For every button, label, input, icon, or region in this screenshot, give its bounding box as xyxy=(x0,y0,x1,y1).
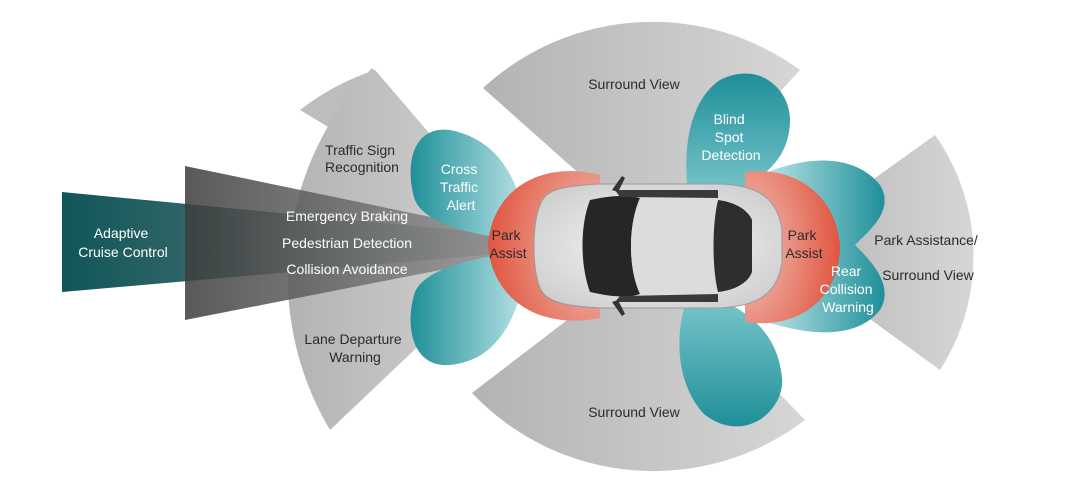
traffic-sign-label: Traffic Sign Recognition xyxy=(325,142,399,175)
adaptive-cruise-label: Adaptive Cruise Control xyxy=(78,225,167,260)
surround-view-top-zone xyxy=(483,21,800,236)
collision-avoidance-label: Collision Avoidance xyxy=(286,261,407,277)
blind-spot-label: Blind Spot Detection xyxy=(701,111,760,163)
surround-view-top-label: Surround View xyxy=(588,76,680,92)
emergency-braking-label: Emergency Braking xyxy=(286,208,408,224)
car-top-view xyxy=(533,176,783,316)
park-assistance-surround-label: Park Assistance/ Surround View xyxy=(874,232,981,283)
lane-departure-label: Lane Departure Warning xyxy=(304,331,405,365)
cross-traffic-alert-label: Cross Traffic Alert xyxy=(440,161,482,213)
pedestrian-detection-label: Pedestrian Detection xyxy=(282,235,412,251)
emergency-braking-beam xyxy=(185,166,522,320)
park-assist-front-label: Park Assist xyxy=(489,227,526,261)
park-assist-rear-label: Park Assist xyxy=(785,227,822,261)
rear-collision-label: Rear Collision Warning xyxy=(820,263,877,315)
park-assistance-surround-zone xyxy=(775,135,974,370)
blind-spot-lower-zone xyxy=(679,290,783,427)
surround-view-bottom-label: Surround View xyxy=(588,404,680,420)
